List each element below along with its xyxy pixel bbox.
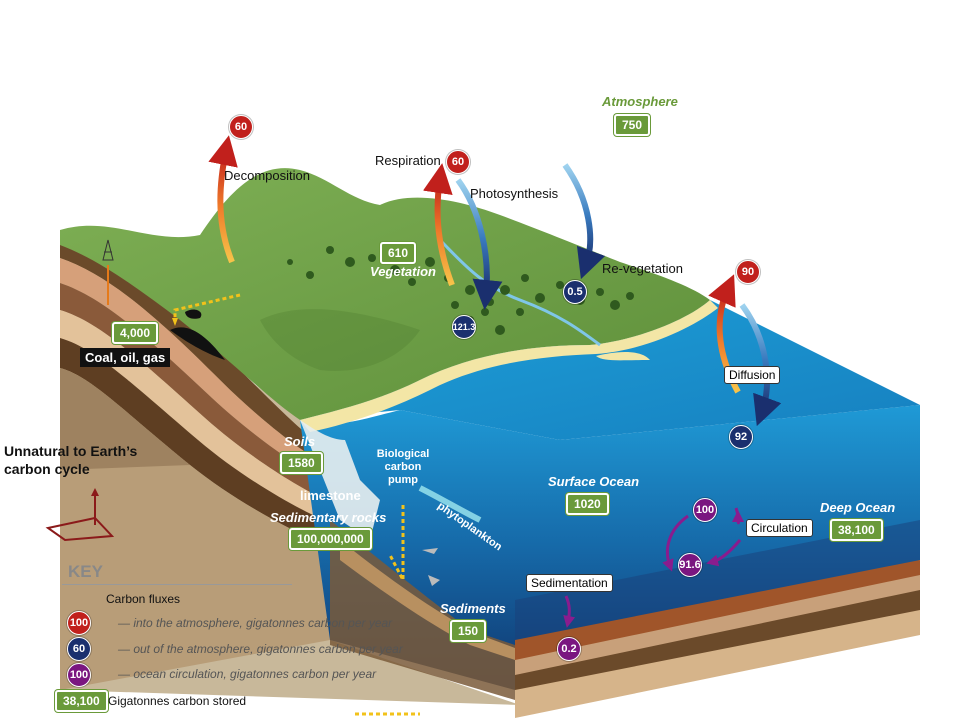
soils-storage: 1580 [280,452,323,474]
sedimentary-rocks-storage: 100,000,000 [289,528,372,550]
atmosphere-label: Atmosphere [602,94,678,109]
key-stored-text: Gigatonnes carbon stored [108,694,247,708]
deep-ocean-storage: 38,100 [830,519,883,541]
photosynthesis-arrow [455,178,503,310]
respiration-arrow [422,163,455,287]
revegetation-label: Re-vegetation [602,261,683,276]
surface-ocean-label: Surface Ocean [548,474,640,489]
decomposition-label: Decomposition [224,168,310,183]
limestone-cliff [300,420,380,540]
diffusion-in-arrow [739,303,782,427]
deep-ocean-label: Deep Ocean [820,500,896,515]
decomposition-flux: 60 [229,115,253,139]
key-badge-out: 60 [67,637,91,661]
key-badge-into: 100 [67,611,91,635]
key-badge-circulation: 100 [67,663,91,687]
circulation-up-flux: 100 [693,498,717,522]
respiration-flux: 60 [446,150,470,174]
key-fluxes-heading: Carbon fluxes [106,592,181,606]
sediments-label: Sediments [440,601,506,616]
phytoplankton-band [418,485,482,523]
decomposition-arrow [208,135,238,264]
sedimentation-label: Sedimentation [526,574,613,592]
diffusion-out-flux: 90 [736,260,760,284]
bio-pump-arrow [388,505,405,581]
photosynthesis-label: Photosynthesis [470,186,559,201]
key-text-circulation: — ocean circulation, gigatonnes carbon p… [118,667,377,681]
circulation-down-flux: 91.6 [678,553,702,577]
sedimentation-flux: 0.2 [557,637,581,661]
key-stored-badge: 38,100 [55,690,108,712]
sediments-storage: 150 [450,620,487,642]
atmosphere-storage: 750 [614,114,651,136]
fossil-label: Coal, oil, gas [80,348,171,367]
diffusion-label: Diffusion [724,366,781,384]
unnatural-label: Unnatural to Earth’s carbon cycle [4,443,138,477]
diffusion-in-flux: 92 [729,425,753,449]
revegetation-flux: 0.5 [563,280,587,304]
bio-pump-label: Biological carbon pump [376,448,430,486]
key-title: KEY [68,562,103,581]
key-divider [62,584,292,585]
sedimentary-rocks-label: Sedimentary rocks [270,510,387,525]
photosynthesis-flux: 121.3 [452,315,476,339]
fossil-storage: 4,000 [112,322,159,344]
key-text-out: — out of the atmosphere, gigatonnes carb… [118,642,403,656]
respiration-label: Respiration [375,153,441,168]
circulation-label: Circulation [746,519,813,537]
fish-shape [422,548,438,554]
soils-label: Soils [284,434,316,449]
unnatural-icon [45,488,115,542]
vegetation-storage: 610 [380,242,417,264]
fossil-extraction-arrow [173,293,241,320]
ocean-block [300,405,920,718]
circulation-arrows [563,507,745,628]
surface-ocean-storage: 1020 [566,493,609,515]
vegetation-label: Vegetation [370,264,436,279]
limestone-label: limestone [300,488,361,503]
key-text-into: — into the atmosphere, gigatonnes carbon… [118,616,393,630]
revegetation-arrow [562,163,606,280]
